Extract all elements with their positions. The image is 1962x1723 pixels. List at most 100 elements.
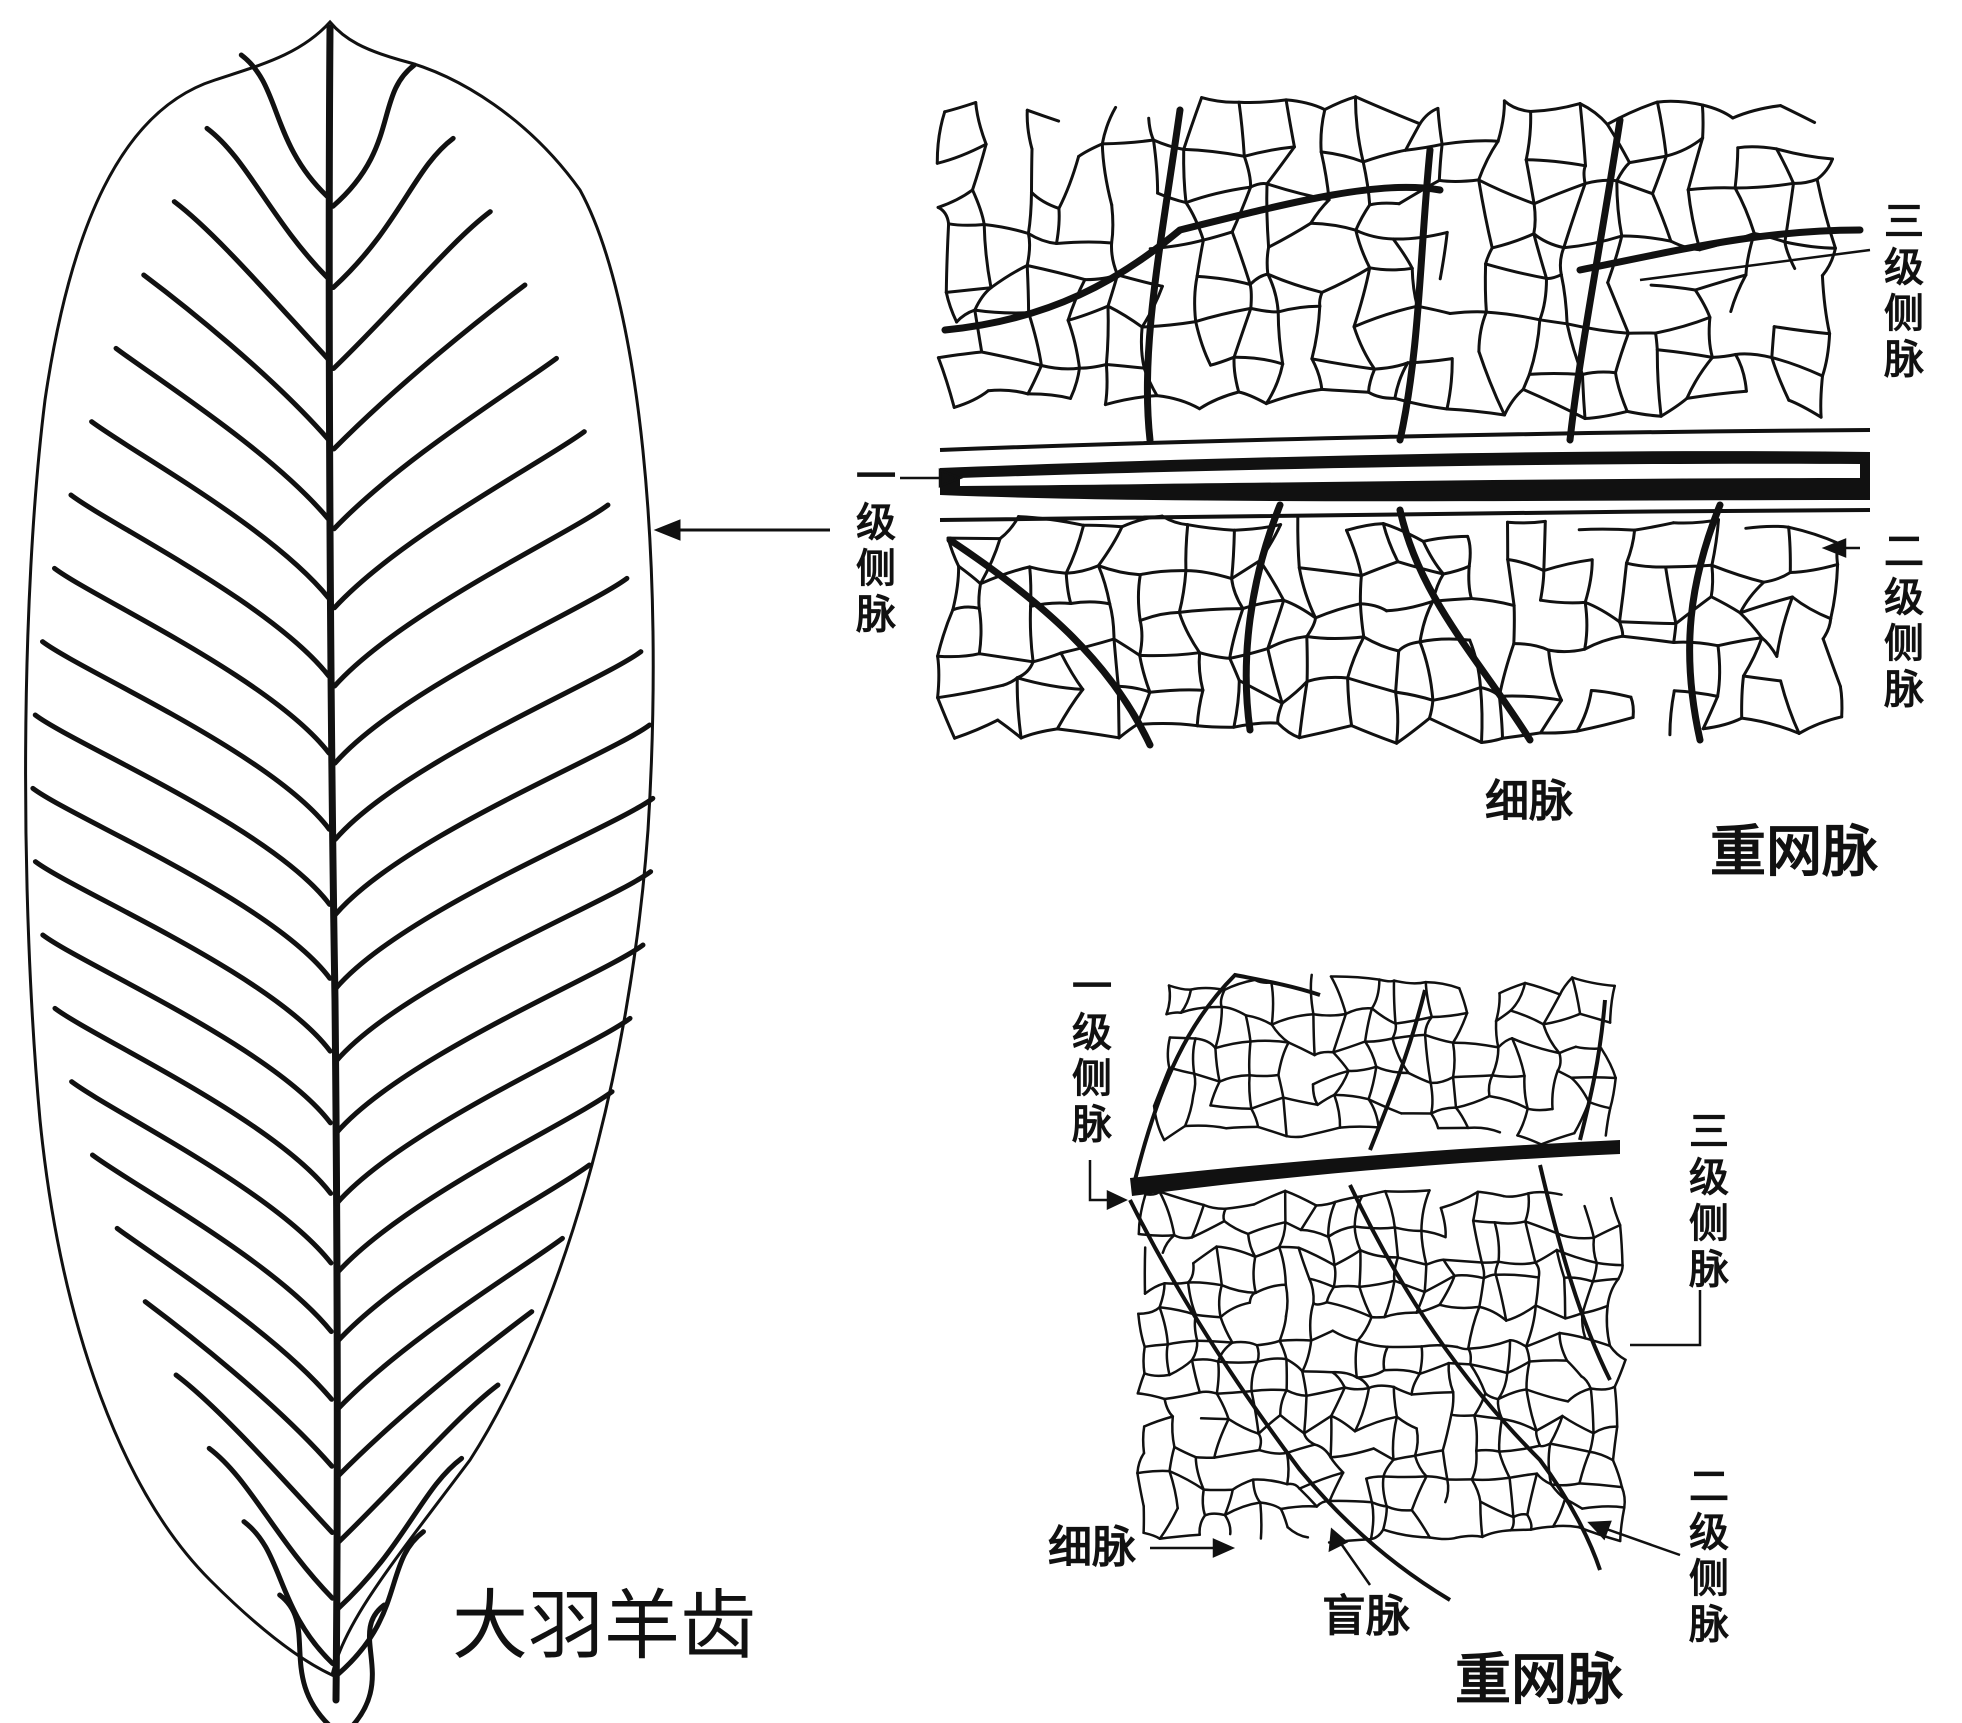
secondary-vein bbox=[1576, 226, 1864, 274]
reticulate-veinlet bbox=[1025, 108, 1034, 151]
leaf-lateral-vein bbox=[51, 565, 332, 756]
reticulate-veinlet bbox=[1589, 1385, 1617, 1391]
reticulate-veinlet bbox=[1615, 161, 1631, 183]
reticulate-veinlet bbox=[1429, 1106, 1458, 1115]
reticulate-veinlet bbox=[1319, 150, 1365, 164]
reticulate-veinlet bbox=[1214, 1005, 1224, 1050]
reticulate-veinlet bbox=[1581, 1280, 1595, 1315]
reticulate-veinlet bbox=[1215, 1245, 1224, 1287]
reticulate-veinlet bbox=[1509, 1009, 1545, 1026]
reticulate-veinlet bbox=[1302, 1432, 1317, 1446]
upper-pattern-label: 重网脉 bbox=[1710, 820, 1878, 885]
reticulate-veinlet bbox=[1451, 1011, 1469, 1044]
reticulate-veinlet bbox=[1358, 1248, 1362, 1289]
reticulate-veinlet bbox=[1256, 1357, 1288, 1363]
reticulate-veinlet bbox=[1592, 1236, 1598, 1265]
reticulate-veinlet bbox=[1424, 980, 1461, 990]
reticulate-veinlet bbox=[1570, 976, 1582, 1016]
reticulate-veinlet bbox=[1524, 1331, 1561, 1348]
reticulate-veinlet bbox=[1477, 178, 1494, 250]
reticulate-veinlet bbox=[1512, 1513, 1529, 1519]
reticulate-veinlet bbox=[1059, 651, 1085, 691]
reticulate-veinlet bbox=[1184, 185, 1253, 205]
reticulate-veinlet bbox=[1039, 364, 1081, 371]
reticulate-veinlet bbox=[982, 223, 1030, 235]
reticulate-veinlet bbox=[1158, 1533, 1201, 1540]
reticulate-veinlet bbox=[1429, 1081, 1434, 1115]
reticulate-veinlet bbox=[1731, 104, 1783, 120]
reticulate-veinlet bbox=[1407, 1071, 1432, 1085]
leaf-lateral-vein bbox=[52, 1005, 334, 1196]
reticulate-veinlet bbox=[1155, 394, 1201, 411]
reticulate-veinlet bbox=[1223, 978, 1257, 992]
reticulate-veinlet bbox=[1490, 232, 1536, 250]
reticulate-veinlet bbox=[1617, 1263, 1624, 1281]
reticulate-veinlet bbox=[1501, 731, 1542, 740]
reticulate-veinlet bbox=[1367, 390, 1397, 400]
leaf-lateral-vein bbox=[68, 492, 332, 679]
reticulate-veinlet bbox=[1393, 1279, 1426, 1294]
reticulate-veinlet bbox=[1333, 1093, 1370, 1101]
leaf-lateral-vein bbox=[89, 1152, 334, 1335]
reticulate-veinlet bbox=[1450, 1390, 1455, 1416]
reticulate-veinlet bbox=[1783, 240, 1797, 270]
reticulate-veinlet bbox=[1437, 178, 1481, 183]
reticulate-veinlet bbox=[1270, 981, 1275, 1026]
reticulate-veinlet bbox=[979, 537, 1002, 586]
reticulate-veinlet bbox=[1551, 1069, 1559, 1111]
reticulate-veinlet bbox=[1526, 1107, 1554, 1112]
reticulate-veinlet bbox=[1368, 201, 1401, 207]
reticulate-veinlet bbox=[1077, 142, 1104, 158]
reticulate-veinlet bbox=[1561, 1234, 1596, 1240]
reticulate-veinlet bbox=[1451, 1041, 1456, 1079]
reticulate-veinlet bbox=[1383, 1189, 1397, 1229]
reticulate-veinlet bbox=[1736, 145, 1779, 151]
reticulate-veinlet bbox=[1480, 736, 1504, 744]
reticulate-veinlet bbox=[1700, 103, 1735, 120]
reticulate-veinlet bbox=[1563, 1311, 1584, 1320]
reticulate-veinlet bbox=[1372, 1447, 1395, 1461]
reticulate-veinlet bbox=[1470, 1476, 1511, 1482]
reticulate-veinlet bbox=[1248, 283, 1253, 310]
reticulate-veinlet bbox=[1186, 523, 1236, 532]
reticulate-veinlet bbox=[1618, 620, 1678, 626]
reticulate-veinlet bbox=[1410, 1508, 1432, 1539]
reticulate-veinlet bbox=[1191, 1072, 1197, 1097]
reticulate-veinlet bbox=[1442, 1258, 1484, 1264]
reticulate-veinlet bbox=[1279, 1413, 1306, 1435]
reticulate-veinlet bbox=[1430, 1011, 1469, 1019]
reticulate-veinlet bbox=[1577, 527, 1637, 532]
reticulate-veinlet bbox=[1254, 1283, 1288, 1295]
reticulate-veinlet bbox=[1510, 1037, 1526, 1078]
reticulate-veinlet bbox=[1539, 729, 1579, 735]
reticulate-veinlet bbox=[1250, 1096, 1285, 1110]
reticulate-veinlet bbox=[1353, 1225, 1362, 1252]
leaf-lateral-vein bbox=[333, 869, 654, 1064]
leaf-lateral-vein bbox=[334, 1089, 615, 1276]
reticulate-veinlet bbox=[1742, 636, 1764, 678]
reticulate-veinlet bbox=[1429, 1075, 1455, 1085]
reticulate-veinlet bbox=[1138, 569, 1188, 577]
reticulate-veinlet bbox=[1104, 304, 1110, 366]
reticulate-veinlet bbox=[1191, 1037, 1197, 1075]
reticulate-veinlet bbox=[1733, 146, 1740, 190]
reticulate-veinlet bbox=[1368, 266, 1414, 272]
reticulate-veinlet bbox=[1392, 979, 1397, 1025]
reticulate-veinlet bbox=[1182, 147, 1246, 158]
reticulate-veinlet bbox=[1354, 228, 1372, 270]
reticulate-veinlet bbox=[1420, 1343, 1459, 1349]
reticulate-veinlet bbox=[1484, 1391, 1500, 1401]
reticulate-veinlet bbox=[1555, 1248, 1598, 1265]
reticulate-veinlet bbox=[1620, 234, 1673, 243]
reticulate-veinlet bbox=[1478, 1305, 1508, 1322]
reticulate-veinlet bbox=[936, 608, 955, 658]
reticulate-veinlet bbox=[1220, 1005, 1248, 1017]
reticulate-veinlet bbox=[1423, 1033, 1455, 1044]
reticulate-veinlet bbox=[1136, 1372, 1146, 1395]
reticulate-veinlet bbox=[1259, 1501, 1283, 1511]
reticulate-veinlet bbox=[1469, 1363, 1487, 1395]
reticulate-veinlet bbox=[1057, 155, 1081, 210]
reticulate-veinlet bbox=[1103, 394, 1159, 407]
reticulate-veinlet bbox=[1470, 1478, 1482, 1503]
reticulate-veinlet bbox=[1779, 104, 1817, 124]
